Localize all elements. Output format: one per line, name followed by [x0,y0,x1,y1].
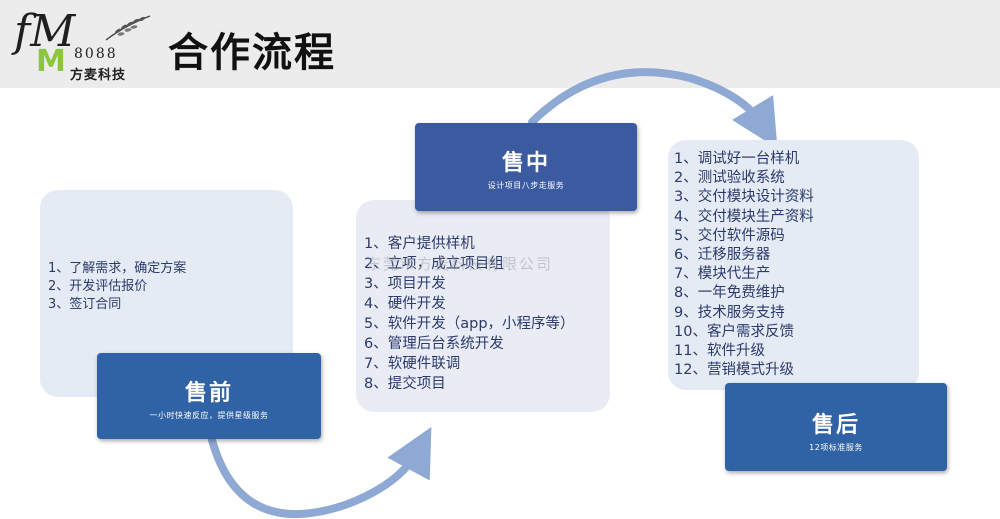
list-item: 4、交付模块生产资料 [674,208,814,225]
logo-company-name: 方麦科技 [70,68,127,83]
curved-arrow-icon [208,426,432,518]
list-item: 5、软件开发（app，小程序等） [364,316,575,332]
stage-title: 售前 [184,381,233,406]
after-sale-list: 1、调试好一台样机 2、测试验收系统 3、交付模块设计资料 4、交付模块生产资料… [674,150,814,380]
stage-tag-in-sale: 售中 设计项目八步走服务 [415,123,637,211]
wheat-icon [105,15,151,41]
list-item: 2、测试验收系统 [674,170,785,187]
logo-number: 8088 [74,46,118,62]
watermark: 东莞市方麦科技有限公司 [366,255,554,273]
stage-tag-pre-sale: 售前 一小时快速反应，提供星级服务 [97,353,321,439]
list-item: 11、软件升级 [674,343,765,360]
pre-sale-list: 1、了解需求，确定方案 2、开发评估报价 3、签订合同 [48,260,186,314]
in-sale-list: 1、客户提供样机 2、立项，成立项目组 3、项目开发 4、硬件开发 5、软件开发… [364,234,575,394]
list-item: 7、模块代生产 [674,266,771,283]
list-item: 6、迁移服务器 [674,247,771,264]
company-logo: fM M 8088 方麦科技 [8,6,151,83]
page-title: 合作流程 [168,30,336,76]
list-item: 12、营销模式升级 [674,362,794,379]
logo-letters: fM [14,6,76,57]
list-item: 1、了解需求，确定方案 [48,261,187,276]
curved-arrow-icon [528,68,778,149]
header-bar: fM M 8088 方麦科技 合作流程 [0,0,1000,88]
stage-subtitle: 一小时快速反应，提供星级服务 [149,411,269,420]
stage-subtitle: 设计项目八步走服务 [487,181,565,190]
list-item: 3、交付模块设计资料 [674,189,814,206]
list-item: 3、项目开发 [364,276,446,292]
list-item: 2、开发评估报价 [48,279,148,294]
list-item: 7、软硬件联调 [364,356,461,372]
list-item: 8、一年免费维护 [674,285,785,302]
list-item: 1、调试好一台样机 [674,151,800,167]
list-item: 8、提交项目 [364,376,446,392]
stage-title: 售中 [501,151,550,176]
list-item: 1、客户提供样机 [364,236,475,252]
list-item: 4、硬件开发 [364,296,446,312]
panel-in-sale [356,200,610,412]
list-item: 10、客户需求反馈 [674,323,794,340]
list-item: 2、立项，成立项目组 [364,256,504,272]
stage-subtitle: 12项标准服务 [809,443,863,452]
list-item: 9、技术服务支持 [674,304,785,321]
list-item: 5、交付软件源码 [674,227,785,244]
list-item: 6、管理后台系统开发 [364,336,504,352]
list-item: 3、签订合同 [48,297,122,312]
panel-after-sale [668,140,919,390]
stage-title: 售后 [811,413,860,438]
stage-tag-after-sale: 售后 12项标准服务 [725,383,947,471]
logo-m-letter: M [36,44,66,79]
